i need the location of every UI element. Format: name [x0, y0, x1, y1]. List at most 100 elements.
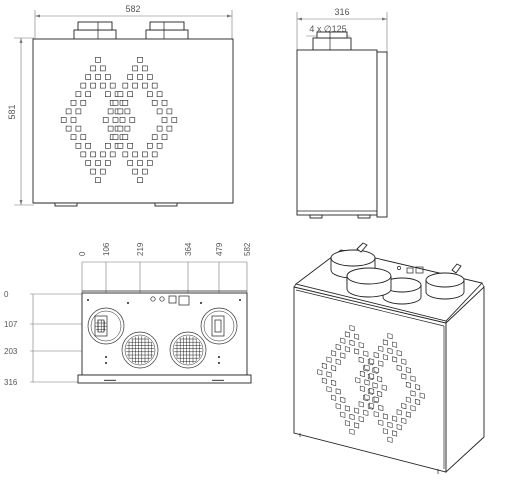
perforation-square: [156, 143, 163, 149]
perforation-square: [124, 125, 131, 132]
perforation-square: [419, 392, 425, 399]
side-panel: [296, 49, 378, 216]
perforation-square: [335, 358, 341, 365]
top-port-2: [121, 331, 159, 369]
perforation-square: [401, 373, 407, 380]
perforation-square: [142, 151, 148, 158]
top-y-tick-label: 107: [4, 320, 18, 329]
perforation-square: [396, 350, 402, 357]
perforation-square: [122, 100, 129, 106]
perforation-square: [70, 134, 77, 140]
perforation-square: [105, 160, 111, 166]
perforation-square: [373, 411, 379, 418]
perforation-square: [331, 394, 337, 401]
perforation-square: [90, 65, 96, 72]
top-y-tick-label: 203: [4, 347, 18, 356]
perforation-square: [142, 168, 148, 175]
perforation-square: [326, 356, 332, 363]
perforation-square: [381, 384, 387, 391]
top-x-tick-label: 106: [102, 242, 111, 256]
front-duct-stubs: [73, 21, 189, 41]
perforation-square: [75, 108, 82, 115]
perforation-square: [171, 117, 178, 123]
perforation-square: [349, 428, 355, 435]
perforation-square: [85, 160, 91, 166]
top-port-1: [87, 307, 125, 345]
perforation-square: [358, 416, 364, 423]
perforation-square: [410, 375, 416, 382]
perforation-square: [127, 74, 133, 80]
perforation-square: [392, 356, 398, 363]
perforation-square: [151, 82, 158, 89]
perforation-square: [75, 143, 82, 149]
perforation-square: [410, 405, 416, 412]
perforation-square: [124, 108, 131, 115]
perforation-square: [405, 396, 411, 403]
perforation-square: [109, 151, 116, 158]
perforation-square: [358, 401, 364, 408]
perforation-square: [117, 143, 124, 149]
perforation-square: [405, 381, 411, 388]
perforation-square: [100, 151, 106, 158]
perforation-square: [344, 346, 350, 353]
perforation-square: [354, 422, 360, 429]
perforation-square: [161, 117, 168, 123]
perforation-square: [156, 125, 163, 132]
perforation-square: [340, 352, 346, 359]
perforation-square: [90, 168, 96, 175]
perforation-square: [132, 168, 138, 175]
perforation-square: [147, 91, 153, 97]
perforation-square: [382, 413, 388, 420]
perforation-square: [354, 348, 360, 355]
perforation-square: [359, 385, 365, 392]
perforation-square: [364, 364, 370, 371]
top-y-tick-label: 0: [4, 290, 9, 299]
perforation-square: [80, 151, 87, 158]
front-height-label: 581: [7, 104, 17, 119]
perforation-square: [344, 420, 350, 427]
perforation-square: [335, 403, 341, 410]
perforation-square: [377, 376, 383, 383]
perforation-square: [349, 339, 355, 346]
perforation-square: [340, 411, 346, 418]
perforation-square: [331, 350, 337, 357]
perforation-square: [326, 371, 332, 378]
perforation-square: [344, 405, 350, 412]
top-port-4: [200, 307, 238, 345]
perforation-square: [147, 143, 153, 149]
perforation-square: [95, 177, 101, 183]
perforation-square: [112, 117, 119, 123]
perforation-square: [85, 74, 91, 80]
perforation-square: [95, 160, 101, 166]
perforation-square: [415, 384, 421, 391]
perforation-square: [354, 333, 360, 340]
perforation-square: [321, 362, 327, 370]
isometric-view: [293, 242, 485, 474]
perforation-square: [95, 56, 101, 63]
perforation-square: [90, 151, 96, 158]
perforation-square: [132, 151, 138, 158]
perforation-square: [161, 134, 168, 140]
perforation-square: [363, 350, 369, 357]
perforation-square: [405, 367, 411, 374]
side-depth-dimension: 316: [296, 7, 388, 55]
perforation-square: [373, 352, 379, 359]
perforation-square: [60, 117, 67, 123]
perforation-square: [132, 82, 138, 89]
perforation-square: [105, 143, 111, 149]
perforation-square: [364, 379, 370, 386]
perforation-square: [369, 358, 375, 365]
front-width-dimension: 582: [34, 4, 233, 40]
perforation-square: [119, 117, 126, 123]
perforation-square: [137, 56, 143, 63]
perforation-square: [401, 358, 407, 365]
top-x-tick-label: 479: [215, 242, 224, 256]
perforation-square: [65, 108, 72, 115]
perforation-square: [396, 424, 402, 431]
perforation-square: [70, 117, 77, 123]
perforation-square: [100, 65, 106, 72]
perforation-square: [378, 345, 384, 352]
perforation-square: [137, 74, 143, 80]
perforation-square: [147, 74, 153, 80]
